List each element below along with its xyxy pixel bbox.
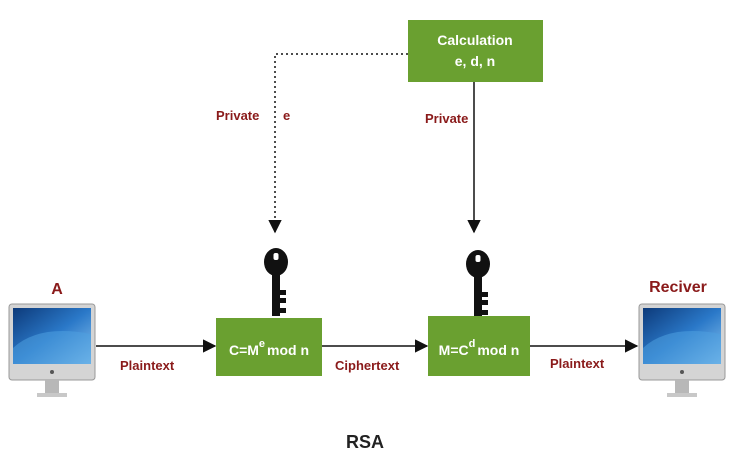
monitor-icon xyxy=(8,303,96,398)
plaintext-label-in: Plaintext xyxy=(120,358,175,373)
encrypt-exponent: e xyxy=(259,338,265,350)
decrypt-exponent: d xyxy=(469,338,476,350)
exponent-e-label: e xyxy=(283,108,290,123)
encrypt-formula-suffix: mod n xyxy=(267,342,309,358)
private-label-right: Private xyxy=(425,111,468,126)
decrypt-formula-prefix: M=C xyxy=(439,342,469,358)
key-icon xyxy=(264,248,288,316)
calculation-box: Calculation e, d, n xyxy=(408,20,543,82)
decrypt-formula-suffix: mod n xyxy=(477,342,519,358)
private-label-left: Private xyxy=(216,108,259,123)
ciphertext-label: Ciphertext xyxy=(335,358,400,373)
sender-label: A xyxy=(51,281,63,298)
monitor-icon xyxy=(638,303,726,398)
private-key-path-left xyxy=(268,53,408,234)
receiver-label: Reciver xyxy=(649,279,707,296)
encrypt-formula-prefix: C=M xyxy=(229,342,259,358)
calculation-params: e, d, n xyxy=(455,53,495,69)
key-icon xyxy=(466,250,490,318)
plaintext-label-out: Plaintext xyxy=(550,356,605,371)
diagram-caption: RSA xyxy=(346,432,384,452)
calculation-title: Calculation xyxy=(437,32,512,48)
